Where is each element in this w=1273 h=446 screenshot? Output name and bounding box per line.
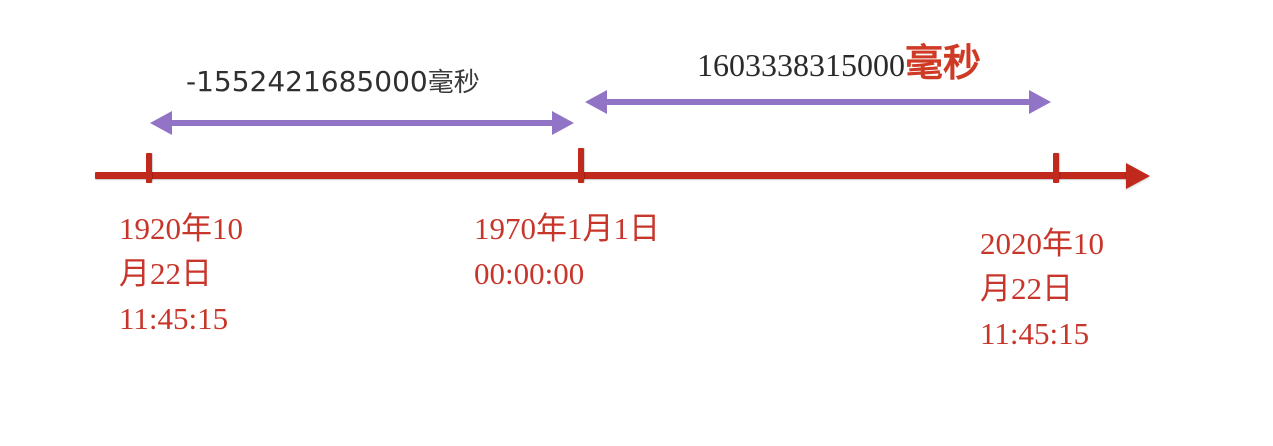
date-label-epoch-line1: 1970年1月1日 xyxy=(474,211,660,246)
date-label-epoch: 1970年1月1日 00:00:00 xyxy=(474,207,660,297)
time-axis-line xyxy=(95,172,1141,179)
date-label-epoch-line2: 00:00:00 xyxy=(474,255,585,291)
axis-tick-2020 xyxy=(1053,153,1059,183)
measure-unit-after-epoch: 毫秒 xyxy=(905,40,982,85)
measure-arrow-before-epoch xyxy=(168,120,554,126)
date-label-1920-line1: 1920年10 xyxy=(119,211,243,246)
date-label-2020-line1: 2020年10 xyxy=(980,226,1104,261)
axis-tick-epoch xyxy=(578,148,584,183)
measure-arrowhead-right-end-icon xyxy=(1029,90,1051,114)
measure-arrow-after-epoch xyxy=(603,99,1031,105)
measure-number-before-epoch: -1552421685000 xyxy=(186,65,428,98)
date-label-2020: 2020年10 月22日 11:45:15 xyxy=(980,222,1104,357)
measure-number-after-epoch: 1603338315000 xyxy=(697,47,905,83)
measure-label-after-epoch: 1603338315000毫秒 xyxy=(697,44,981,82)
time-axis-arrowhead-icon xyxy=(1126,163,1150,189)
date-label-2020-line2: 月22日 xyxy=(980,270,1073,306)
date-label-2020-line3: 11:45:15 xyxy=(980,315,1090,351)
measure-arrowhead-right-start-icon xyxy=(585,90,607,114)
measure-arrowhead-left-end-icon xyxy=(552,111,574,135)
date-label-1920-line3: 11:45:15 xyxy=(119,300,229,336)
date-label-1920: 1920年10 月22日 11:45:15 xyxy=(119,207,243,342)
measure-label-before-epoch: -1552421685000毫秒 xyxy=(186,65,480,98)
measure-unit-before-epoch: 毫秒 xyxy=(427,68,480,98)
measure-arrowhead-left-start-icon xyxy=(150,111,172,135)
axis-tick-1920 xyxy=(146,153,152,183)
date-label-1920-line2: 月22日 xyxy=(119,255,212,291)
